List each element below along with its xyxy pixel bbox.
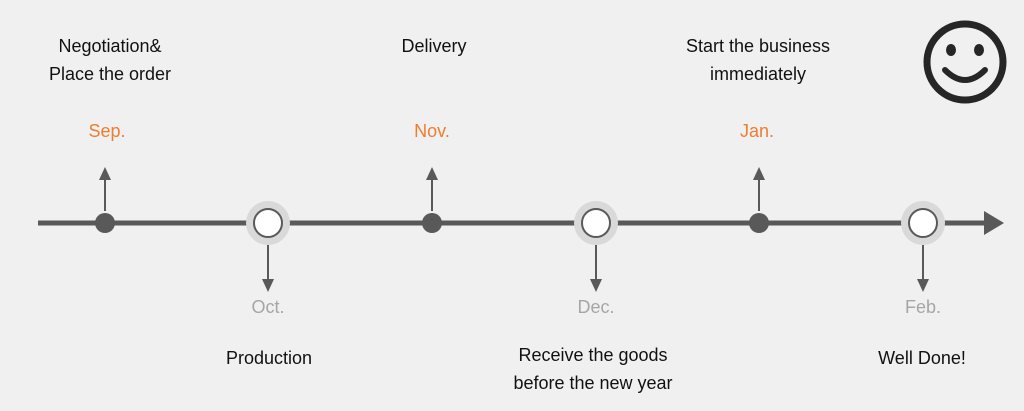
milestone-label-sep-line2: Place the order [48, 64, 172, 84]
milestone-label-jan: Start the business immediately [686, 32, 830, 88]
milestone-label-sep-line1: Negotiation& [58, 36, 162, 56]
milestone-label-jan-line2: immediately [709, 64, 807, 84]
arrow-up-nov-head-icon [426, 167, 438, 180]
milestone-dot-nov [422, 213, 442, 233]
milestone-label-feb: Well Done! [878, 344, 966, 372]
milestone-circle-dec [581, 208, 611, 238]
milestone-dot-jan [749, 213, 769, 233]
milestone-circle-oct [253, 208, 283, 238]
milestone-label-oct: Production [226, 344, 312, 372]
month-label-feb: Feb. [904, 297, 942, 317]
arrow-up-sep-head-icon [99, 167, 111, 180]
arrow-down-feb-head-icon [917, 279, 929, 292]
milestone-circle-feb [908, 208, 938, 238]
milestone-label-jan-line1: Start the business [685, 36, 831, 56]
month-label-sep: Sep. [88, 121, 126, 141]
arrow-down-dec-head-icon [590, 279, 602, 292]
milestone-label-feb-line1: Well Done! [878, 348, 966, 368]
arrow-down-oct-head-icon [262, 279, 274, 292]
milestone-label-nov: Delivery [401, 32, 466, 60]
month-label-oct: Oct. [251, 297, 285, 317]
timeline-arrowhead-icon [984, 211, 1004, 235]
milestone-label-dec-line2: before the new year [513, 373, 673, 393]
smiley-face-icon [923, 20, 1007, 104]
month-label-nov: Nov. [414, 121, 450, 141]
milestone-label-dec-line1: Receive the goods [518, 345, 668, 365]
milestone-label-nov-line1: Delivery [401, 36, 467, 56]
milestone-label-dec: Receive the goods before the new year [513, 341, 672, 397]
month-label-jan: Jan. [739, 121, 775, 141]
milestone-label-oct-line1: Production [225, 348, 313, 368]
arrow-up-jan-head-icon [753, 167, 765, 180]
month-label-dec: Dec. [577, 297, 615, 317]
milestone-dot-sep [95, 213, 115, 233]
milestone-label-sep: Negotiation& Place the order [49, 32, 171, 88]
